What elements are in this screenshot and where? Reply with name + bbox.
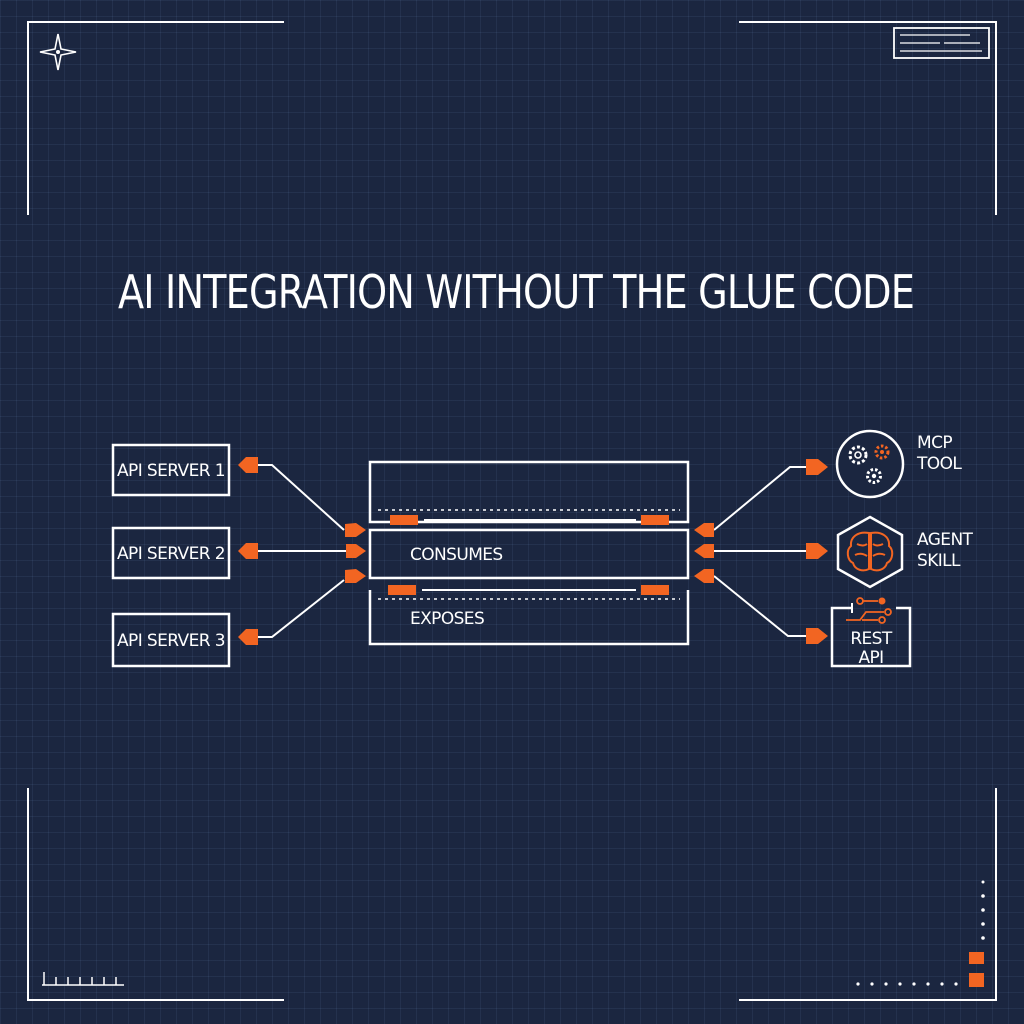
left-node-1: API SERVER 1 — [111, 443, 231, 497]
arrowhead-left-2 — [238, 543, 258, 559]
left-node-label: API SERVER 1 — [117, 461, 225, 481]
left-node-3: API SERVER 3 — [111, 612, 231, 668]
right-node-line1: REST — [850, 629, 893, 649]
frame-corner-bottom-left — [27, 788, 284, 1001]
hub-consumes-label: CONSUMES — [410, 545, 503, 565]
left-node-label: API SERVER 2 — [117, 544, 225, 564]
hub-consumes-panel — [368, 528, 690, 580]
right-node-line2: TOOL — [916, 454, 962, 474]
page-title: AI INTEGRATION WITHOUT THE GLUE CODE — [118, 265, 914, 319]
hub-connector-pad — [390, 515, 418, 525]
status-square — [969, 973, 984, 987]
arrowhead-right-1 — [806, 459, 828, 475]
right-node-line2: SKILL — [917, 551, 961, 571]
connector-line — [713, 466, 808, 531]
arrowhead-left-3 — [238, 629, 258, 645]
left-connectors — [238, 457, 366, 645]
connector-line — [258, 464, 345, 531]
hub-exposes-label: EXPOSES — [410, 609, 484, 629]
hub-exposes-panel — [368, 590, 690, 646]
right-node-line2: API — [858, 648, 883, 668]
left-node-label: API SERVER 3 — [117, 631, 225, 651]
gears-icon — [835, 429, 905, 499]
connector-line — [713, 575, 808, 637]
connector-line — [258, 579, 345, 638]
frame-corners — [27, 21, 997, 1001]
status-square — [969, 952, 984, 964]
hub-connector-pad — [388, 585, 416, 595]
right-node-3: REST API — [830, 597, 912, 668]
hub-connector-pad — [641, 515, 669, 525]
frame-corner-bottom-right — [739, 788, 997, 1001]
left-node-2: API SERVER 2 — [111, 526, 231, 580]
compass-star-icon — [39, 33, 77, 71]
arrowhead-hub-in — [345, 569, 366, 583]
ruler-ticks — [42, 972, 124, 986]
frame-corner-top-left — [27, 21, 284, 215]
brain-icon — [836, 515, 904, 589]
hub-top-panel — [368, 460, 690, 524]
right-node-1: MCP TOOL — [835, 429, 963, 499]
circuit-icon — [846, 597, 892, 624]
arrowhead-right-3 — [806, 628, 828, 644]
arrowhead-hub-out — [694, 544, 714, 558]
right-connectors — [694, 459, 828, 644]
rest-api-box — [830, 606, 912, 668]
right-node-line1: MCP — [917, 433, 952, 453]
arrowhead-hub-out — [694, 523, 714, 537]
document-lines-icon — [893, 27, 990, 59]
arrowhead-right-2 — [806, 543, 828, 559]
tech-glyphs — [856, 880, 985, 987]
arrowhead-hub-in — [345, 523, 366, 537]
frame-corner-top-right — [739, 21, 997, 215]
hub-stack: CONSUMES EXPOSES — [368, 460, 690, 646]
right-node-2: AGENT SKILL — [836, 515, 974, 589]
arrowhead-hub-out — [694, 569, 714, 583]
right-node-line1: AGENT — [917, 530, 974, 550]
arrowhead-left-1 — [238, 457, 258, 473]
hub-connector-pad — [641, 585, 669, 595]
arrowhead-hub-in — [346, 544, 366, 558]
